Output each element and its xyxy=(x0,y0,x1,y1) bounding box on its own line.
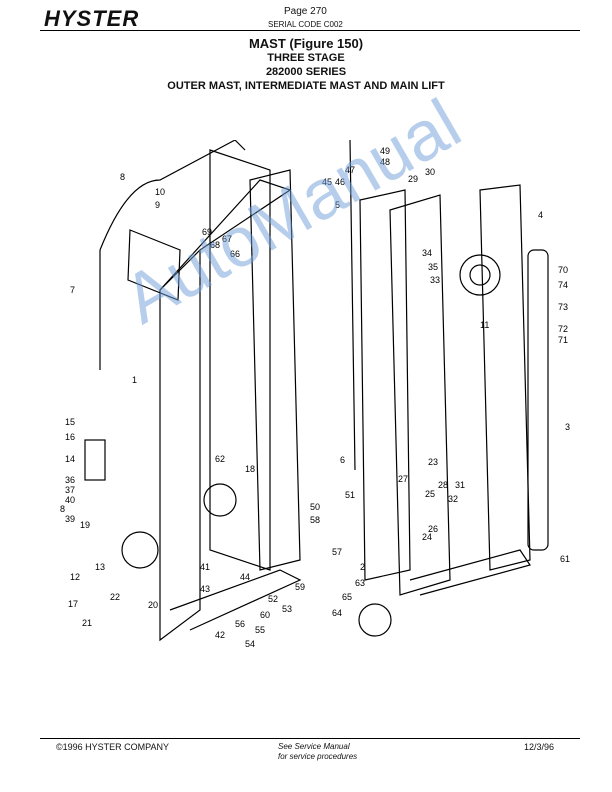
callout-34: 34 xyxy=(422,248,432,258)
callout-7: 7 xyxy=(70,285,75,295)
callout-27: 27 xyxy=(398,474,408,484)
callout-74: 74 xyxy=(558,280,568,290)
callout-64: 64 xyxy=(332,608,342,618)
callout-66: 66 xyxy=(230,249,240,259)
callout-28: 28 xyxy=(438,480,448,490)
callout-51: 51 xyxy=(345,490,355,500)
callout-58: 58 xyxy=(310,515,320,525)
footer-note-line-2: for service procedures xyxy=(278,752,358,761)
callout-24: 24 xyxy=(422,532,432,542)
callout-72: 72 xyxy=(558,324,568,334)
callout-26: 26 xyxy=(428,524,438,534)
callout-32: 32 xyxy=(448,494,458,504)
callout-38: 38 xyxy=(60,504,65,514)
brand-logo: HYSTER xyxy=(44,6,140,31)
callout-9: 9 xyxy=(155,200,160,210)
callout-49: 49 xyxy=(380,146,390,156)
callout-2: 2 xyxy=(360,562,365,572)
footer-note: See Service Manual for service procedure… xyxy=(278,742,357,762)
callout-3: 3 xyxy=(565,422,570,432)
callout-21: 21 xyxy=(82,618,92,628)
callout-22: 22 xyxy=(110,592,120,602)
callout-46: 46 xyxy=(335,177,345,187)
callout-25: 25 xyxy=(425,489,435,499)
callout-65: 65 xyxy=(342,592,352,602)
callout-18: 18 xyxy=(245,464,255,474)
callout-16: 16 xyxy=(65,432,75,442)
callout-37: 37 xyxy=(65,485,75,495)
footer-date: 12/3/96 xyxy=(524,742,555,752)
callout-6: 6 xyxy=(340,455,345,465)
callout-8: 8 xyxy=(120,172,125,182)
callout-23: 23 xyxy=(428,457,438,467)
callout-15: 15 xyxy=(65,417,75,427)
callout-59: 59 xyxy=(295,582,305,592)
callout-13: 13 xyxy=(95,562,105,572)
callout-63: 63 xyxy=(355,578,365,588)
callout-39: 39 xyxy=(65,514,75,524)
callout-60: 60 xyxy=(260,610,270,620)
callout-68: 68 xyxy=(210,240,220,250)
callout-47: 47 xyxy=(345,165,355,175)
callout-52: 52 xyxy=(268,594,278,604)
callout-48: 48 xyxy=(380,157,390,167)
footer-note-line-1: See Service Manual xyxy=(278,742,350,751)
callout-73: 73 xyxy=(558,302,568,312)
callout-42: 42 xyxy=(215,630,225,640)
callout-31: 31 xyxy=(455,480,465,490)
callout-55: 55 xyxy=(255,625,265,635)
callout-labels: 1 2 3 4 5 6 7 8 9 10 11 12 13 14 15 16 1… xyxy=(60,146,570,649)
callout-35: 35 xyxy=(428,262,438,272)
callout-62: 62 xyxy=(215,454,225,464)
callout-5: 5 xyxy=(335,200,340,210)
title-line-2: THREE STAGE xyxy=(267,52,345,64)
callout-69: 69 xyxy=(202,227,212,237)
callout-4: 4 xyxy=(538,210,543,220)
callout-71: 71 xyxy=(558,335,568,345)
callout-1: 1 xyxy=(132,375,137,385)
serial-code: SERIAL CODE C002 xyxy=(268,20,343,29)
callout-17: 17 xyxy=(68,599,78,609)
callout-40: 40 xyxy=(65,495,75,505)
callout-53: 53 xyxy=(282,604,292,614)
callout-30: 30 xyxy=(425,167,435,177)
callout-70: 70 xyxy=(558,265,568,275)
callout-36: 36 xyxy=(65,475,75,485)
callout-50: 50 xyxy=(310,502,320,512)
callout-44: 44 xyxy=(240,572,250,582)
callout-57: 57 xyxy=(332,547,342,557)
title-line-1: MAST (Figure 150) xyxy=(248,36,364,51)
callout-20: 20 xyxy=(148,600,158,610)
header-divider xyxy=(40,30,580,31)
callout-45: 45 xyxy=(322,177,332,187)
callout-14: 14 xyxy=(65,454,75,464)
callout-67: 67 xyxy=(222,234,232,244)
title-line-3: 282000 SERIES xyxy=(265,66,347,78)
parts-diagram: 1 2 3 4 5 6 7 8 9 10 11 12 13 14 15 16 1… xyxy=(60,140,570,649)
callout-10: 10 xyxy=(155,187,165,197)
title-block: MAST (Figure 150) THREE STAGE 282000 SER… xyxy=(0,37,612,93)
callout-61: 61 xyxy=(560,554,570,564)
footer-divider xyxy=(40,738,580,739)
callout-11: 11 xyxy=(480,320,489,330)
callout-33: 33 xyxy=(430,275,440,285)
callout-29: 29 xyxy=(408,174,418,184)
callout-41: 41 xyxy=(200,562,210,572)
callout-19: 19 xyxy=(80,520,90,530)
callout-43: 43 xyxy=(200,584,210,594)
page-number: Page 270 xyxy=(284,6,327,17)
callout-12: 12 xyxy=(70,572,80,582)
footer-copyright: ©1996 HYSTER COMPANY xyxy=(56,742,169,752)
callout-54: 54 xyxy=(245,639,255,649)
callout-56: 56 xyxy=(235,619,245,629)
title-line-4: OUTER MAST, INTERMEDIATE MAST AND MAIN L… xyxy=(167,80,445,92)
